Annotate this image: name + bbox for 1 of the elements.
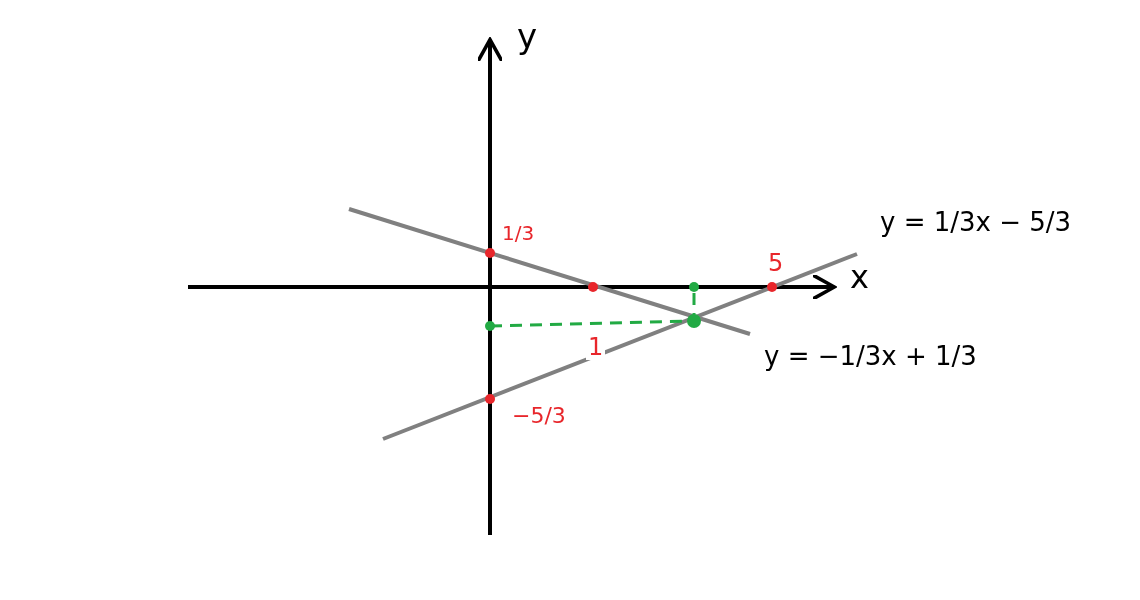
tick-label: 1 [586, 334, 606, 360]
